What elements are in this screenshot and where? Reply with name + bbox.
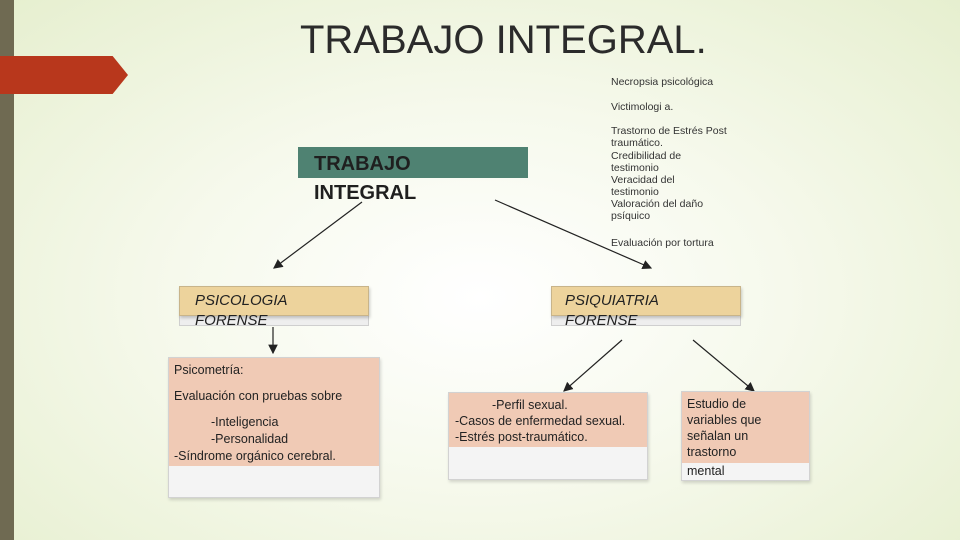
note-credibilidad: Credibilidad de testimonio: [611, 150, 682, 174]
psiquiatria-label-line1: PSIQUIATRIA: [565, 292, 659, 309]
note-dano: Valoración del daño psíquico: [611, 198, 704, 222]
psicometria-box-fill: [169, 358, 379, 466]
note-tortura: Evaluación por tortura: [611, 237, 714, 249]
psiquiatria-label-line2: FORENSE: [565, 312, 638, 329]
psicometria-line-5: -Síndrome orgánico cerebral.: [174, 449, 336, 463]
psicometria-line-1: Psicometría:: [174, 363, 244, 377]
note-estres: Trastorno de Estrés Post traumático.: [611, 125, 727, 149]
perfil-box: [448, 392, 648, 480]
estudio-line-5: mental: [687, 464, 725, 478]
header-line1: TRABAJO: [314, 153, 411, 175]
psiquiatria-label: PSIQUIATRIA FORENSE: [565, 291, 659, 331]
psicologia-label: PSICOLOGIA FORENSE: [195, 291, 288, 331]
psicologia-label-line1: PSICOLOGIA: [195, 292, 288, 309]
perfil-line-2: -Casos de enfermedad sexual.: [455, 414, 626, 428]
note-victimologia: Victimologi a.: [611, 101, 674, 113]
perfil-box-fill: [449, 393, 647, 447]
estudio-line-1: Estudio de: [687, 397, 747, 411]
psicometria-line-2: Evaluación con pruebas sobre: [174, 389, 343, 403]
note-necropsia: Necropsia psicológica: [611, 76, 714, 88]
left-accent-arrow: [0, 56, 128, 94]
header-title: TRABAJO INTEGRAL: [314, 150, 416, 208]
arrow-to-estudio: [692, 339, 755, 392]
perfil-line-1: -Perfil sexual.: [492, 398, 568, 412]
psiquiatria-tab: [551, 286, 741, 316]
estudio-line-3: señalan un: [687, 429, 749, 443]
psicometria-box: [168, 357, 380, 498]
perfil-line-3: -Estrés post-traumático.: [455, 430, 588, 444]
psicologia-tab: [179, 286, 369, 316]
psicometria-line-4: -Personalidad: [211, 432, 289, 446]
note-veracidad: Veracidad del testimonio: [611, 174, 675, 198]
estudio-box: [681, 391, 810, 481]
slide-title: TRABAJO INTEGRAL.: [300, 18, 707, 62]
left-decor-bar: [0, 0, 14, 540]
psicometria-line-3: -Inteligencia: [211, 415, 279, 429]
psicologia-label-line2: FORENSE: [195, 312, 268, 329]
header-line2: INTEGRAL: [314, 182, 417, 204]
estudio-line-4: trastorno: [687, 445, 737, 459]
estudio-box-fill: [682, 392, 809, 463]
arrow-to-perfil: [563, 339, 623, 392]
estudio-line-2: variables que: [687, 413, 762, 427]
arrow-to-psicologia: [273, 201, 363, 269]
arrow-to-psiquiatria: [494, 199, 653, 270]
header-banner: [298, 147, 528, 178]
